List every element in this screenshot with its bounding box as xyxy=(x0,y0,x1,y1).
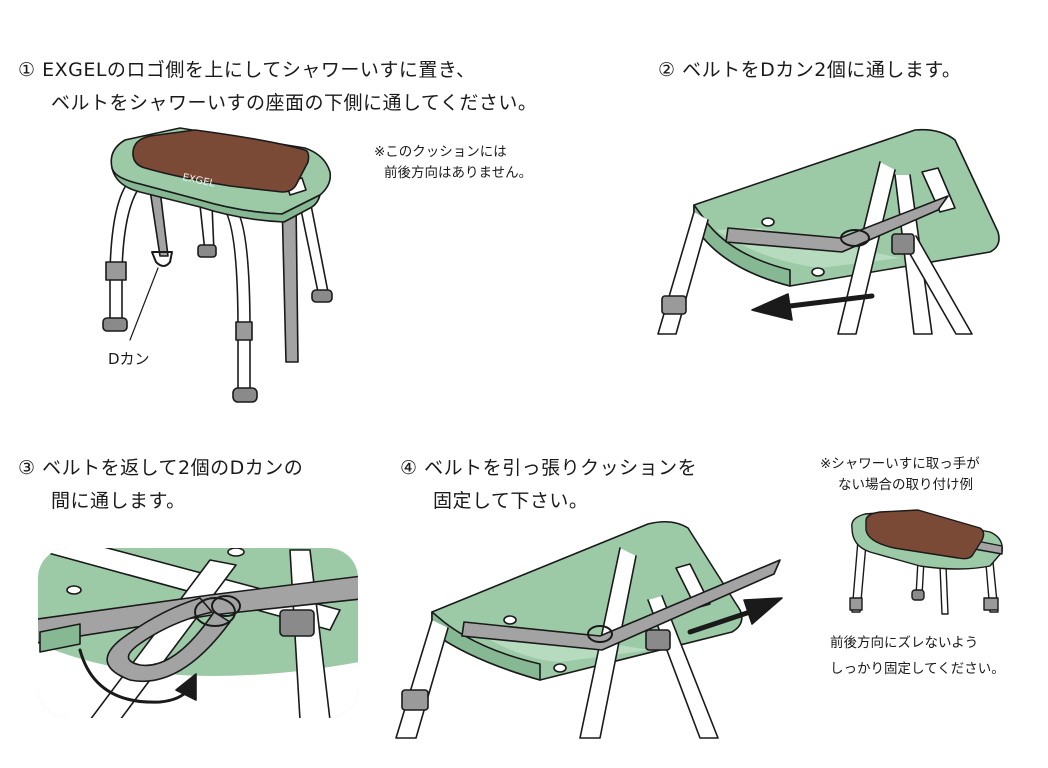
note-secure: 前後方向にズレないよう しっかり固定してください。 xyxy=(830,630,1005,682)
note-secure-line2: しっかり固定してください。 xyxy=(830,661,1005,677)
step-4-line1: ベルトを引っ張りクッションを xyxy=(424,457,698,479)
step-2-number: ② xyxy=(658,59,676,81)
step-1-line2: ベルトをシャワーいすの座面の下側に通してください。 xyxy=(51,92,538,114)
note-no-handle-line2: ない場合の取り付け例 xyxy=(838,477,973,493)
note-no-handle-line1: ※シャワーいすに取っ手が xyxy=(820,456,980,472)
step-1-line1: EXGELのロゴ側を上にしてシャワーいすに置き、 xyxy=(42,59,476,81)
step-1-text: ① EXGELのロゴ側を上にしてシャワーいすに置き、 ベルトをシャワーいすの座面… xyxy=(18,54,537,120)
step-3-line2: 間に通します。 xyxy=(51,490,186,512)
note-cushion-direction-line2: 前後方向はありません。 xyxy=(384,165,533,181)
step-2-text: ② ベルトをDカン2個に通します。 xyxy=(658,54,961,87)
step-3-number: ③ xyxy=(18,457,36,479)
note-secure-line1: 前後方向にズレないよう xyxy=(830,635,979,651)
step-3-text: ③ ベルトを返して2個のDカンの 間に通します。 xyxy=(18,452,303,518)
note-cushion-direction-line1: ※このクッションには xyxy=(374,144,507,160)
note-cushion-direction: ※このクッションには 前後方向はありません。 xyxy=(374,142,532,184)
d-ring-label: Dカン xyxy=(108,350,150,368)
step-3-line1: ベルトを返して2個のDカンの xyxy=(42,457,304,479)
step-4-number: ④ xyxy=(400,457,418,479)
step-2-line1: ベルトをDカン2個に通します。 xyxy=(682,59,962,81)
note-no-handle: ※シャワーいすに取っ手が ない場合の取り付け例 xyxy=(820,454,980,496)
step-4-text: ④ ベルトを引っ張りクッションを 固定して下さい。 xyxy=(400,452,697,518)
step-4-line2: 固定して下さい。 xyxy=(433,490,589,512)
step-1-number: ① xyxy=(18,59,36,81)
